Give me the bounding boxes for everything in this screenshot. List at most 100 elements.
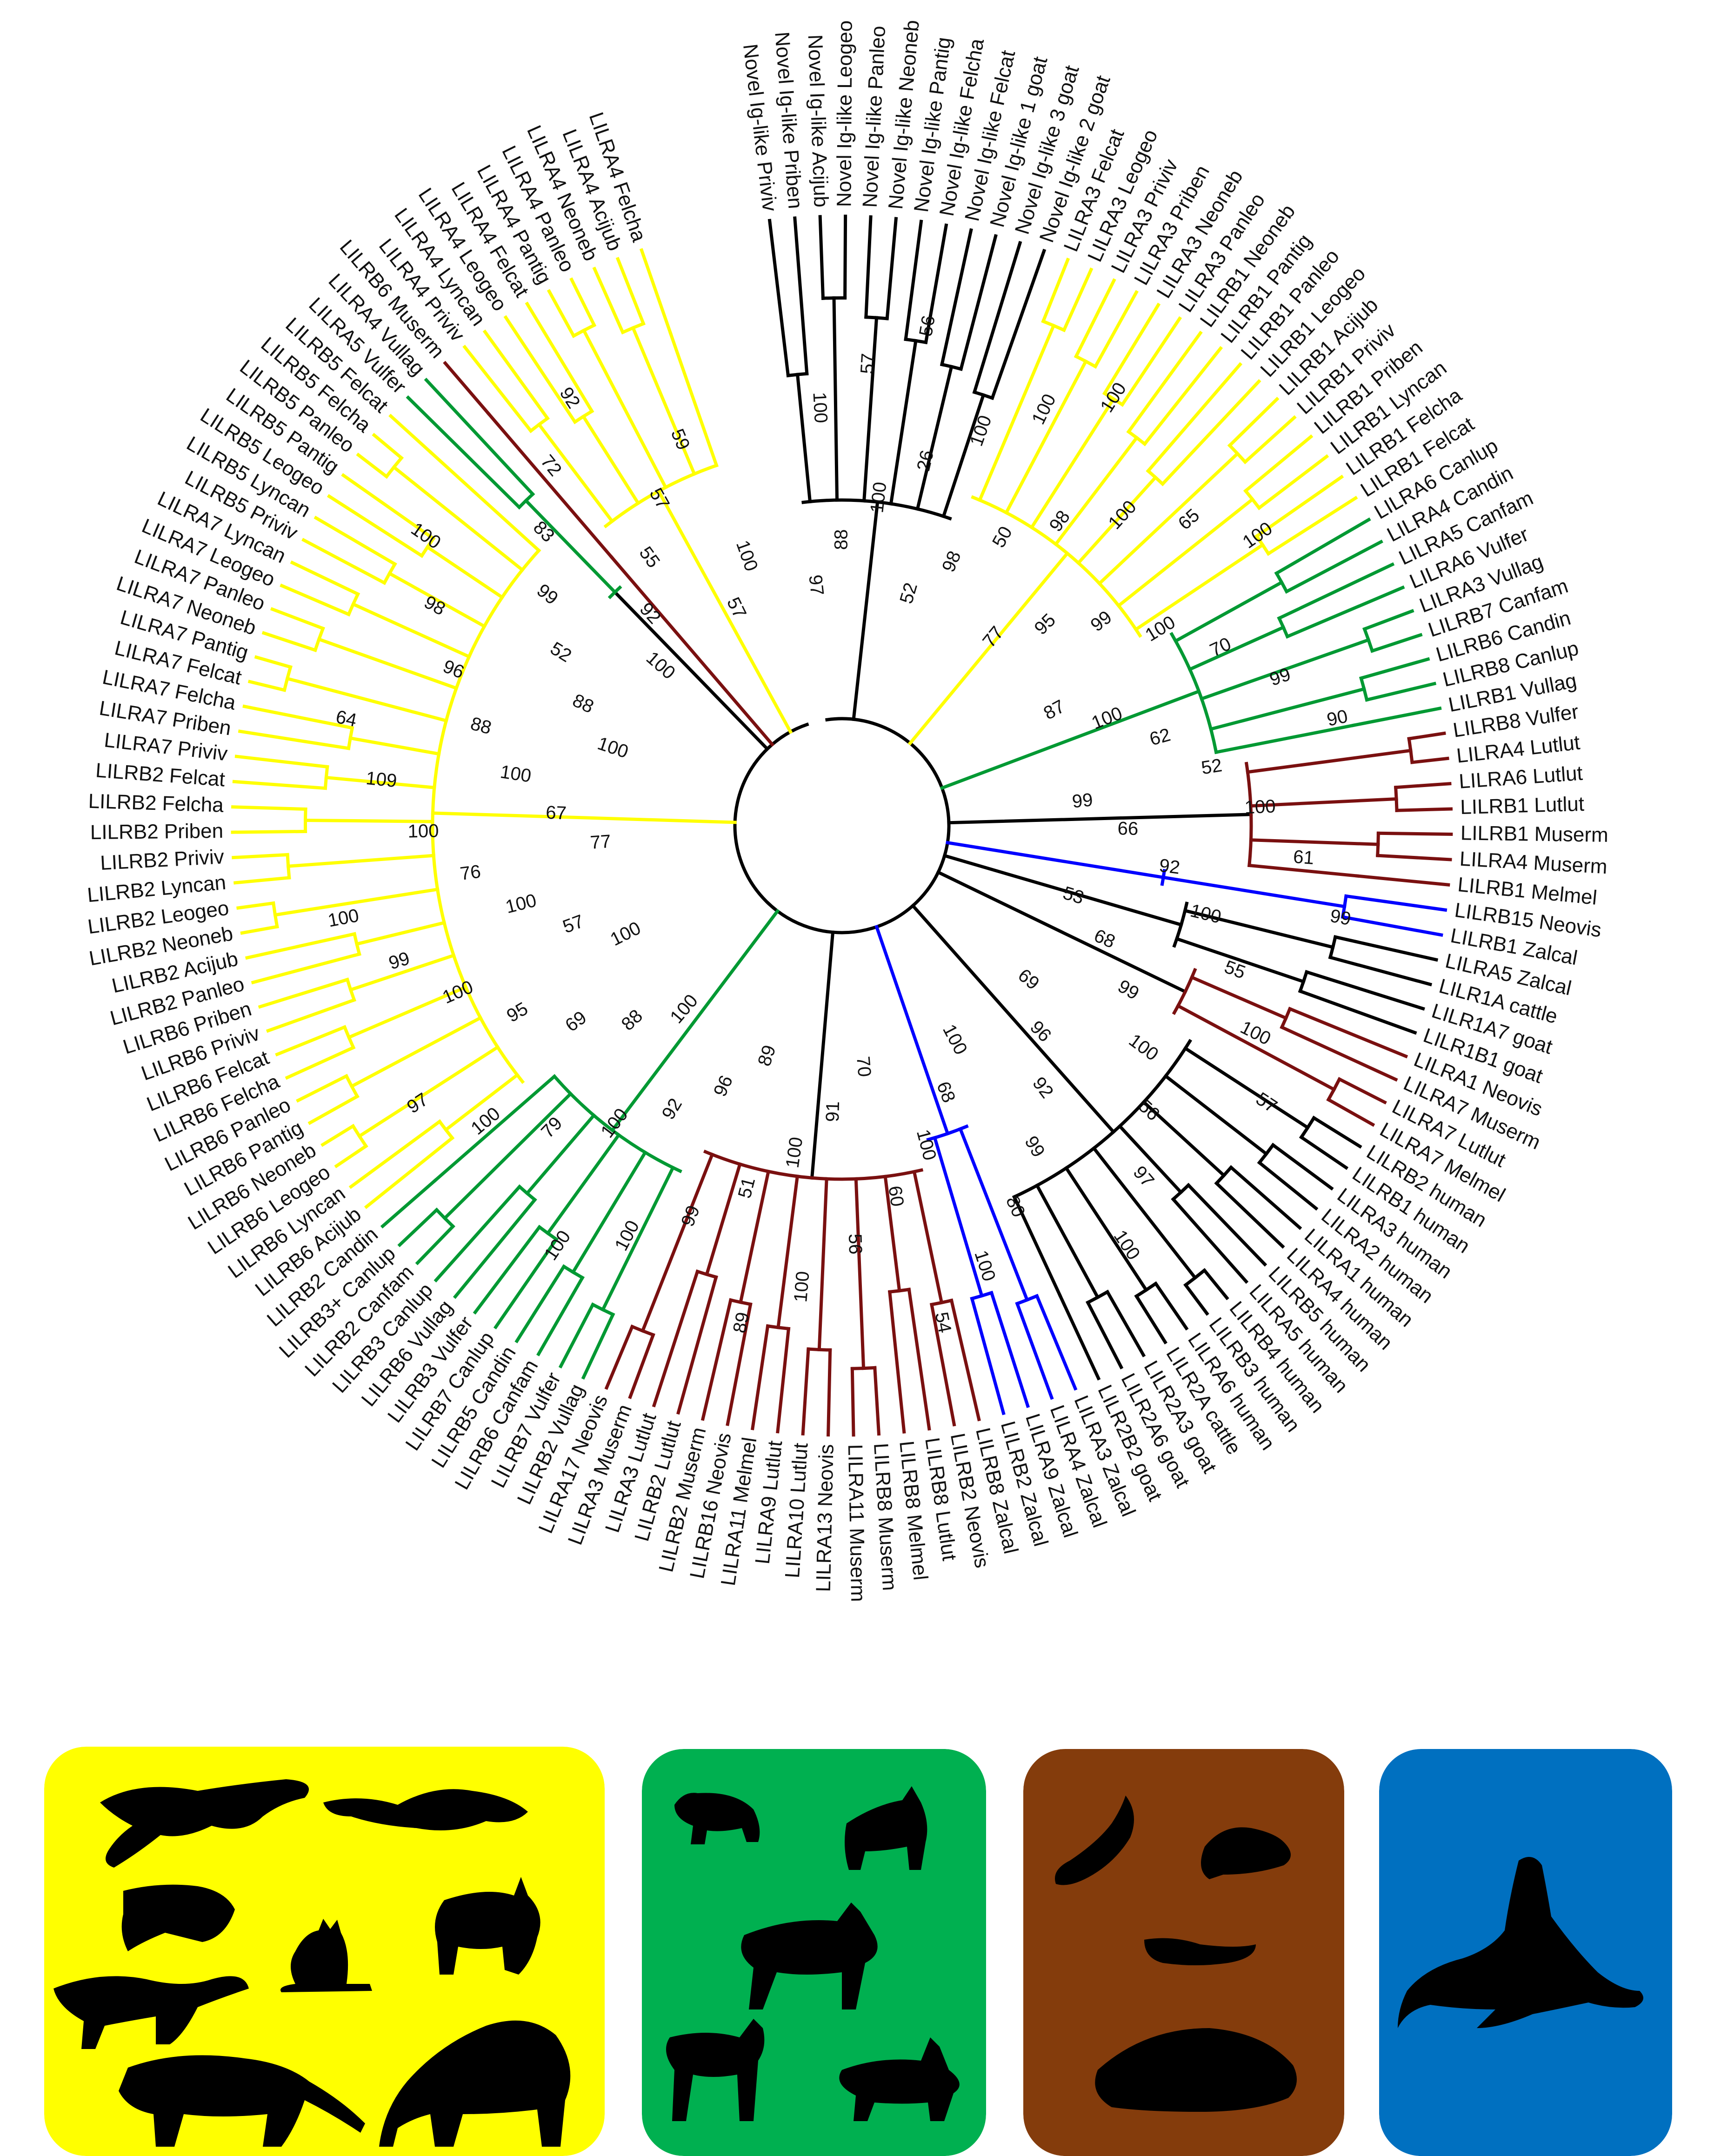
internal-branch — [1116, 497, 1255, 608]
internal-branch — [1097, 451, 1240, 586]
support-value: 26 — [913, 448, 938, 473]
terminal-branch — [380, 1178, 438, 1229]
internal-branch — [273, 887, 440, 917]
support-value: 96 — [440, 656, 467, 682]
terminal-branch — [266, 998, 356, 1033]
pair-arc — [561, 1264, 585, 1280]
root-arc — [733, 717, 951, 934]
support-value: 92 — [1028, 1073, 1057, 1102]
support-value: 100 — [809, 392, 831, 424]
terminal-branch — [1102, 302, 1161, 396]
felidae-silhouettes — [44, 1747, 605, 2156]
terminal-branch — [285, 1045, 356, 1080]
support-value: 91 — [822, 1101, 843, 1122]
clade-arc — [1012, 1039, 1193, 1199]
support-value: 100 — [913, 1128, 940, 1163]
support-value: 83 — [529, 517, 559, 547]
pair-arc — [347, 726, 354, 750]
clade-stem — [947, 813, 1253, 825]
cougar-icon — [53, 1976, 249, 2049]
leaf-label: LILRA4 Muserm — [1459, 848, 1608, 879]
terminal-branch — [236, 901, 275, 910]
internal-branch — [391, 465, 525, 573]
internal-branch — [1029, 396, 1116, 530]
clade-arc — [971, 495, 1142, 638]
terminal-branch — [453, 1197, 537, 1299]
clade-arc — [431, 548, 541, 1084]
terminal-branch — [525, 301, 594, 414]
internal-branch — [428, 450, 541, 553]
pair-arc — [864, 315, 889, 320]
pair-arc — [766, 1324, 791, 1331]
terminal-branch — [503, 315, 577, 424]
wolf-icon — [741, 1902, 878, 2009]
internal-branch — [349, 1015, 483, 1089]
terminal-branch — [1183, 1282, 1209, 1316]
pair-arc — [807, 1347, 832, 1352]
terminal-branch — [1160, 379, 1261, 487]
terminal-branch — [482, 329, 550, 421]
terminal-branch — [726, 1302, 753, 1426]
pair-arc — [1394, 786, 1399, 812]
terminal-branch — [1243, 434, 1314, 494]
terminal-branch — [1284, 540, 1383, 594]
terminal-branch — [604, 1324, 634, 1390]
internal-branch — [915, 365, 954, 511]
terminal-branch — [1376, 854, 1452, 861]
pair-arc — [1274, 571, 1289, 594]
terminal-branch — [1120, 316, 1182, 407]
canidae-silhouettes — [642, 1749, 986, 2156]
pair-arc — [1086, 1289, 1110, 1305]
terminal-branch — [1034, 1294, 1078, 1391]
internal-branch — [442, 1091, 573, 1221]
internal-branch — [348, 953, 456, 992]
terminal-branch — [1299, 1135, 1349, 1170]
badger-icon — [1095, 2028, 1297, 2112]
internal-branch — [537, 422, 614, 524]
terminal-branch — [280, 583, 351, 617]
pair-arc — [323, 765, 329, 790]
clade-arc — [552, 1074, 682, 1174]
terminal-branch — [581, 1312, 615, 1380]
support-value: 59 — [667, 426, 694, 453]
otariidae-silhouettes — [1379, 1749, 1672, 2156]
support-value: 55 — [635, 543, 664, 572]
support-value: 98 — [938, 548, 965, 575]
internal-branch — [425, 545, 505, 600]
pair-arc — [271, 901, 279, 929]
felidae-legend-panel — [44, 1747, 605, 2156]
sea-lion-icon — [1398, 1857, 1643, 2028]
internal-branch — [1163, 1074, 1269, 1156]
terminal-branch — [940, 228, 973, 367]
fox-icon — [674, 1793, 760, 1844]
support-value: 60 — [884, 1184, 907, 1208]
leaf-label: LILRB2 Felcha — [88, 790, 224, 817]
support-value: 100 — [666, 990, 702, 1027]
support-value: 90 — [1325, 706, 1350, 730]
support-value: 100 — [970, 1248, 999, 1284]
internal-branch — [351, 602, 472, 659]
support-value: 88 — [618, 1006, 647, 1035]
clade-stem — [942, 854, 1183, 927]
support-value: 100 — [503, 890, 538, 918]
support-value: 88 — [831, 529, 852, 550]
terminal-branch — [1153, 1281, 1189, 1331]
internal-branch — [1117, 1124, 1183, 1195]
support-value: 97 — [1129, 1162, 1158, 1191]
support-value: 57 — [857, 353, 879, 374]
terminal-branch — [231, 805, 307, 811]
support-value: 99 — [677, 1203, 704, 1229]
terminal-branch — [1257, 1160, 1319, 1211]
internal-branch — [525, 1113, 596, 1196]
terminal-branch — [1326, 1097, 1375, 1127]
support-value: 99 — [1114, 976, 1143, 1004]
support-value: 51 — [734, 1175, 760, 1201]
terminal-branch — [270, 607, 325, 631]
terminal-branch — [887, 1290, 906, 1434]
support-value: 92 — [658, 1095, 687, 1123]
terminal-branch — [990, 248, 1047, 400]
terminal-branch — [1370, 633, 1423, 653]
clade-stem — [609, 555, 775, 747]
support-value: 53 — [1060, 883, 1086, 908]
